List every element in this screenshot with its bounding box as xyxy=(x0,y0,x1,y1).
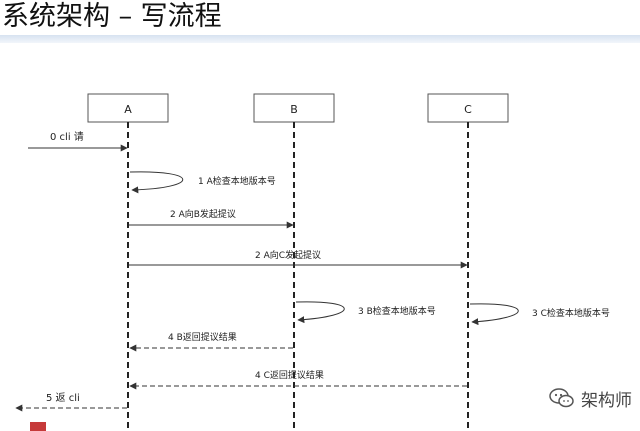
message-0-label: 0 cli 请 xyxy=(50,130,84,143)
slide-title: 系统架构 – 写流程 xyxy=(2,1,222,32)
actor-b: B xyxy=(253,93,335,123)
actor-a-label: A xyxy=(124,103,132,116)
message-3b-label: 3 B检查本地版本号 xyxy=(358,305,436,317)
message-4c-label: 4 C返回提议结果 xyxy=(255,369,324,381)
message-2ab-label: 2 A向B发起提议 xyxy=(170,208,236,220)
message-5-label: 5 返 cli xyxy=(46,392,80,404)
message-3c-arrow xyxy=(469,303,519,326)
message-3c-label: 3 C检查本地版本号 xyxy=(532,307,610,319)
title-rule xyxy=(0,35,640,43)
message-4b-label: 4 B返回提议结果 xyxy=(168,331,237,343)
actor-a-box xyxy=(87,93,169,123)
actor-c-box xyxy=(427,93,509,123)
actor-c: C xyxy=(427,93,509,123)
message-1-arrow xyxy=(129,171,184,194)
watermark: 架构师 xyxy=(549,384,632,412)
actor-c-label: C xyxy=(464,103,472,116)
wechat-icon xyxy=(549,388,574,408)
corner-accent xyxy=(30,422,46,431)
message-3b-arrow xyxy=(295,301,345,324)
watermark-text: 架构师 xyxy=(581,390,632,411)
actor-a: A xyxy=(87,93,169,123)
message-2ac-label: 2 A向C发起提议 xyxy=(255,249,321,261)
actor-b-label: B xyxy=(290,103,298,116)
actor-b-box xyxy=(253,93,335,123)
message-1-label: 1 A检查本地版本号 xyxy=(198,175,276,187)
